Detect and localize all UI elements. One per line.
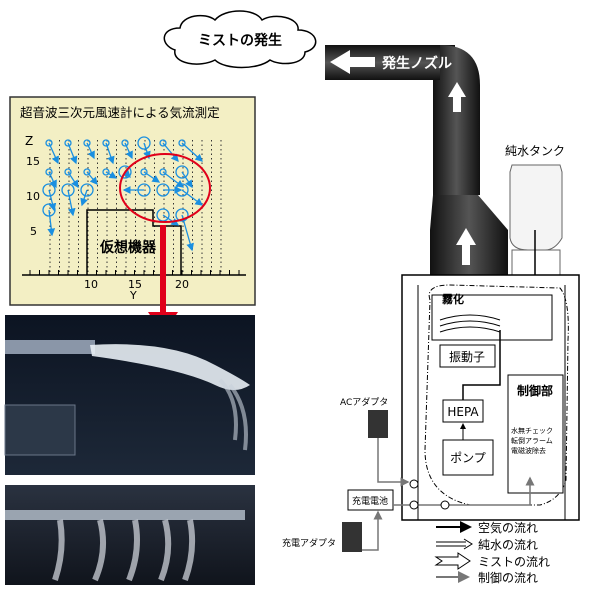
photo-mist-curtain: [5, 485, 255, 585]
device-body: 霧化 振動子 HEPA ポンプ 制御部 水無チェック 転倒アラーム 電磁波除去: [401, 274, 580, 521]
measurement-point: [42, 183, 56, 197]
measurement-point: [159, 139, 167, 147]
measurement-point: [175, 165, 189, 179]
mist-cloud: ミストの発生: [163, 10, 317, 69]
ac-adapter-label: ACアダプタ: [340, 396, 388, 408]
chart-title: 超音波三次元風速計による気流測定: [20, 105, 220, 120]
battery-label: 充電電池: [352, 495, 388, 507]
velocity-vector: [105, 171, 118, 179]
measurement-point: [156, 183, 170, 197]
measurement-point: [45, 168, 53, 176]
hepa-label: HEPA: [447, 405, 479, 419]
legend-air: 空気の流れ: [478, 520, 538, 535]
measurement-point: [42, 203, 56, 217]
vibrator-label: 振動子: [449, 350, 485, 364]
tank-label: 純水タンク: [505, 144, 565, 158]
measurement-point: [102, 139, 110, 147]
velocity-vector: [162, 214, 180, 226]
velocity-vector: [162, 142, 179, 162]
measurement-point: [140, 168, 148, 176]
measurement-point: [83, 139, 91, 147]
z-tick: 5: [30, 225, 37, 238]
legend: 空気の流れ 純水の流れ ミストの流れ 制御の流れ: [434, 520, 550, 585]
controller-item: 電磁波除去: [511, 446, 546, 455]
airflow-chart-panel: 超音波三次元風速計による気流測定 Z 15 10 5 10 15 20 Y 仮想…: [9, 96, 256, 335]
measurement-point: [102, 168, 110, 176]
measurement-point: [121, 139, 129, 147]
measurement-point: [178, 139, 186, 147]
y-axis-label: Y: [129, 289, 137, 302]
velocity-vector: [48, 189, 57, 212]
cloud-label: ミストの発生: [198, 32, 282, 49]
device-label: 仮想機器: [99, 239, 157, 256]
photo-mist-jet: [4, 315, 255, 475]
measurement-point: [64, 168, 72, 176]
velocity-vector: [80, 189, 88, 207]
z-axis-label: Z: [25, 134, 33, 148]
controller-label: 制御部: [517, 383, 553, 398]
water-tank: 純水タンク: [505, 144, 565, 300]
legend-control: 制御の流れ: [478, 570, 538, 585]
legend-mist: ミストの流れ: [478, 555, 550, 569]
measurement-point: [64, 139, 72, 147]
measurement-point: [159, 168, 167, 176]
charge-adapter-label: 充電アダプタ: [282, 537, 336, 549]
measurement-point: [137, 183, 151, 197]
measurement-point: [175, 183, 189, 197]
measurement-point: [175, 208, 189, 222]
velocity-vector: [47, 209, 56, 237]
up-arrow-icon: [448, 82, 466, 112]
up-arrow-icon: [456, 228, 476, 265]
controller-item: 水無チェック: [511, 426, 553, 435]
velocity-vector: [181, 189, 204, 206]
z-tick: 10: [26, 190, 40, 203]
y-tick: 10: [84, 278, 98, 291]
measurement-point: [137, 136, 151, 150]
velocity-vector: [181, 142, 203, 162]
power-section: ACアダプタ 充電電池 充電アダプタ: [282, 396, 530, 552]
measurement-point: [61, 183, 75, 197]
atomize-label: 霧化: [442, 292, 464, 306]
y-tick: 20: [175, 278, 189, 291]
z-tick: 15: [26, 155, 40, 168]
measurement-point: [83, 168, 91, 176]
velocity-vector: [67, 189, 76, 217]
velocity-vector: [48, 142, 59, 165]
controller-item: 転倒アラーム: [511, 436, 553, 445]
nozzle-label: 発生ノズル: [381, 55, 452, 72]
pump-label: ポンプ: [450, 451, 486, 465]
legend-water: 純水の流れ: [478, 538, 538, 552]
mist-outlet-arrow-icon: [330, 50, 375, 74]
measurement-point: [80, 183, 94, 197]
velocity-vector: [181, 171, 193, 189]
nozzle-duct: 発生ノズル: [325, 45, 508, 278]
measurement-point: [45, 139, 53, 147]
measurement-point: [118, 165, 132, 179]
y-tick: 15: [128, 278, 142, 291]
highlight-ellipse: [119, 153, 211, 223]
